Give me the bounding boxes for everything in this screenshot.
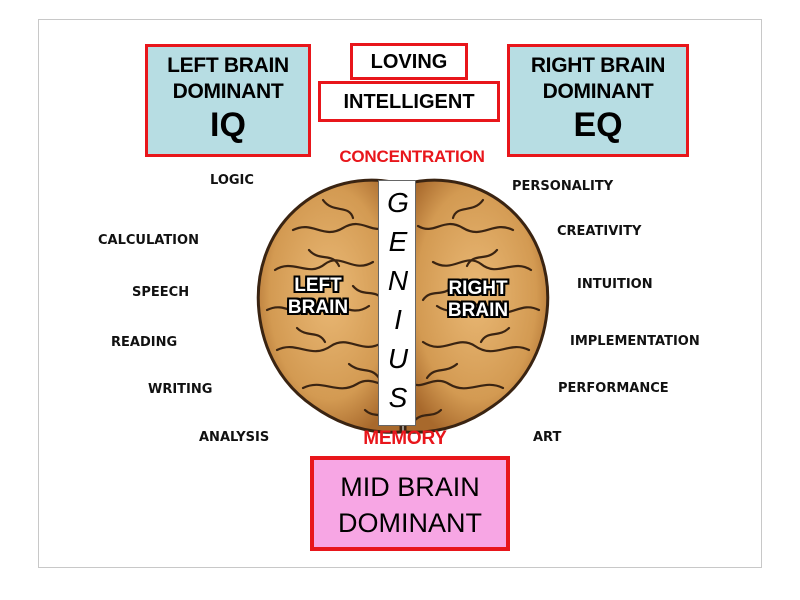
- genius-letter-i: I: [394, 304, 402, 335]
- brain-icon: [256, 178, 550, 434]
- trait-analysis: ANALYSIS: [199, 430, 270, 445]
- left-box-line1: LEFT BRAIN: [167, 54, 289, 77]
- iq-label: IQ: [210, 106, 246, 144]
- trait-performance: PERFORMANCE: [558, 381, 669, 396]
- left-brain-label-line2: BRAIN: [287, 297, 349, 318]
- mid-box-line2: DOMINANT: [338, 508, 482, 538]
- trait-art: ART: [533, 430, 562, 445]
- mid-box-line1: MID BRAIN: [340, 472, 480, 502]
- trait-personality: PERSONALITY: [512, 179, 614, 194]
- left-brain-dominant-box: LEFT BRAIN DOMINANT IQ: [145, 44, 311, 157]
- loving-box: LOVING: [350, 43, 468, 80]
- trait-calculation: CALCULATION: [98, 233, 199, 248]
- genius-letter-s: S: [388, 382, 408, 413]
- memory-label: MEMORY: [363, 428, 447, 449]
- trait-speech: SPEECH: [132, 285, 190, 300]
- mid-brain-dominant-box: MID BRAIN DOMINANT: [310, 456, 510, 551]
- trait-reading: READING: [111, 335, 178, 350]
- right-brain-label-line1: RIGHT: [448, 278, 508, 299]
- trait-creativity: CREATIVITY: [557, 224, 642, 239]
- right-brain-label-line2: BRAIN: [447, 300, 509, 321]
- right-box-line1: RIGHT BRAIN: [530, 54, 666, 77]
- trait-logic: LOGIC: [210, 173, 254, 188]
- trait-writing: WRITING: [148, 382, 213, 397]
- genius-letter-e: E: [388, 226, 408, 257]
- left-brain-label-line1: LEFT: [294, 275, 342, 296]
- loving-label: LOVING: [370, 51, 448, 73]
- trait-implementation: IMPLEMENTATION: [570, 334, 700, 349]
- right-box-line2: DOMINANT: [542, 80, 654, 103]
- right-brain-label: RIGHT BRAIN: [428, 278, 528, 322]
- genius-letter-n: N: [387, 265, 409, 296]
- left-brain-label: LEFT BRAIN: [270, 275, 366, 319]
- genius-letter-g: G: [387, 187, 409, 218]
- intelligent-box: INTELLIGENT: [318, 81, 500, 122]
- left-box-line2: DOMINANT: [172, 80, 284, 103]
- intelligent-label: INTELLIGENT: [343, 91, 475, 113]
- genius-strip: G E N I U S: [378, 180, 416, 426]
- trait-intuition: INTUITION: [577, 277, 653, 292]
- eq-label: EQ: [573, 106, 623, 144]
- brain-illustration: [253, 170, 553, 445]
- right-brain-dominant-box: RIGHT BRAIN DOMINANT EQ: [507, 44, 689, 157]
- genius-letter-u: U: [387, 343, 409, 374]
- concentration-label: CONCENTRATION: [339, 147, 485, 166]
